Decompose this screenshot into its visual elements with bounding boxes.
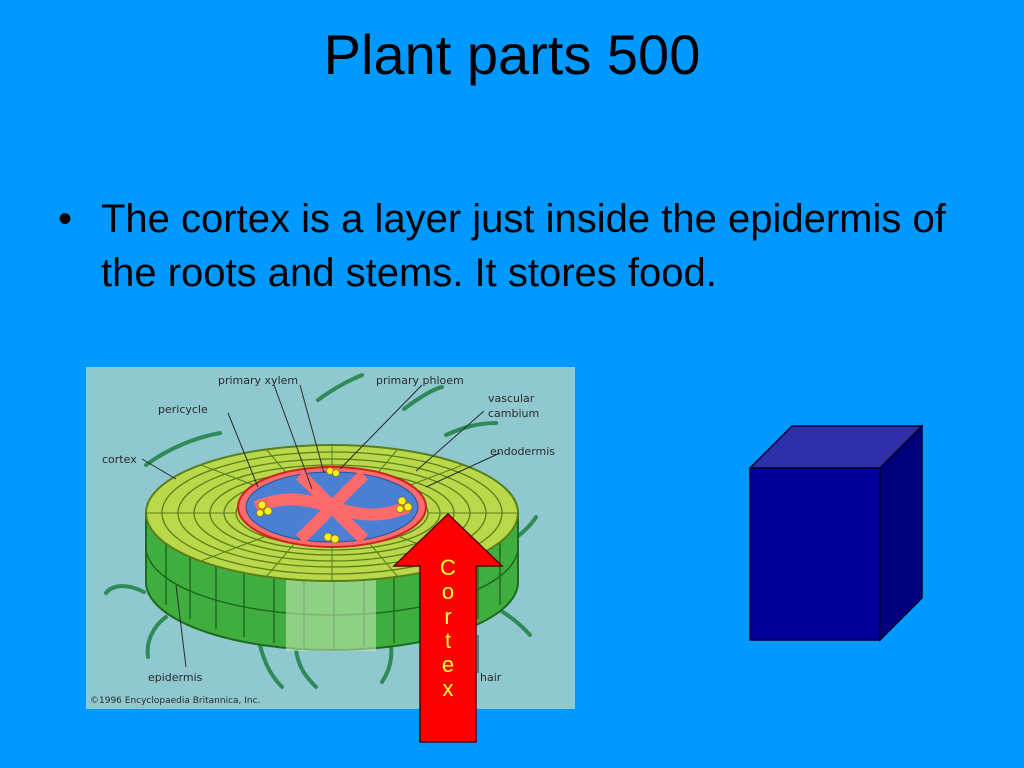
arrow-letter: o	[441, 579, 455, 605]
label-cortex: cortex	[102, 453, 137, 466]
label-epidermis: epidermis	[148, 671, 203, 684]
bullet-point: • The cortex is a layer just inside the …	[58, 192, 978, 300]
bullet-text: The cortex is a layer just inside the ep…	[101, 197, 946, 295]
label-hair: hair	[480, 671, 502, 684]
slide-title: Plant parts 500	[323, 23, 701, 86]
label-cambium: cambium	[488, 407, 539, 420]
arrow-label-cortex: C o r t e x	[420, 555, 476, 702]
copyright-credit: ©1996 Encyclopaedia Britannica, Inc.	[90, 696, 260, 706]
cube-front-face	[749, 467, 881, 641]
label-endodermis: endodermis	[490, 445, 555, 458]
arrow-letter: x	[442, 676, 454, 702]
arrow-letter: t	[444, 627, 452, 653]
label-pericycle: pericycle	[158, 403, 208, 416]
cube-shape	[748, 424, 924, 642]
label-vascular: vascular	[488, 392, 535, 405]
phloem-clusters	[256, 467, 413, 544]
root-hairs	[104, 373, 538, 689]
bullet-marker: •	[58, 197, 73, 241]
label-primary-xylem: primary xylem	[218, 374, 298, 387]
label-primary-phloem: primary phloem	[376, 374, 464, 387]
arrow-letter: r	[444, 603, 452, 629]
arrow-letter: e	[441, 652, 455, 678]
root-cross-section-diagram: primary xylem primary phloem pericycle v…	[86, 367, 575, 709]
arrow-letter: C	[440, 555, 456, 580]
